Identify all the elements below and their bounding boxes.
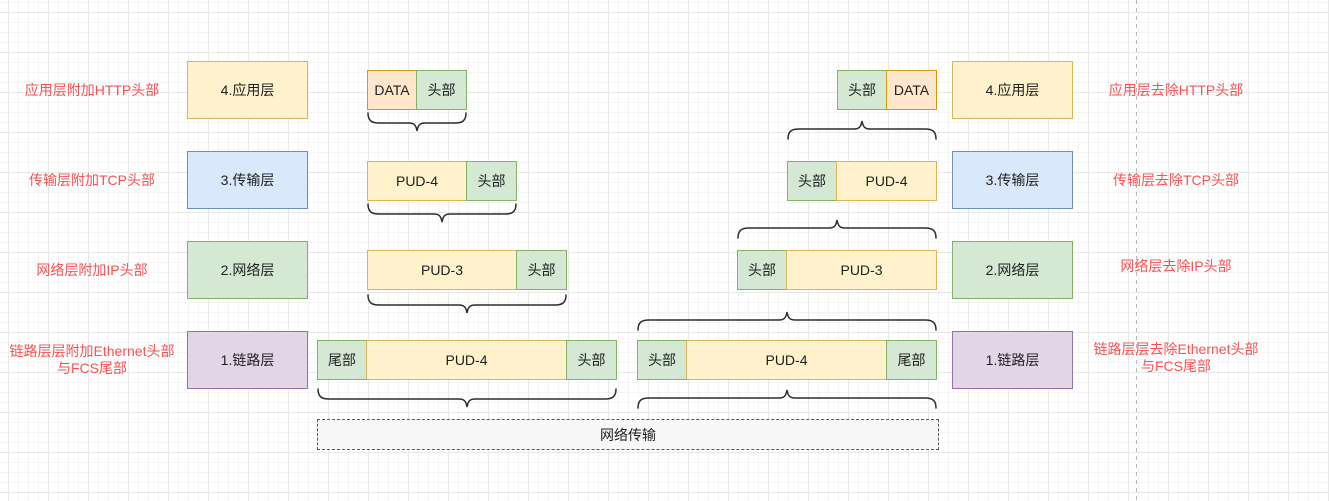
packet-segment-trailer: 尾部 (317, 340, 367, 380)
brace-sender-link-to-transmission (317, 388, 617, 410)
sender-layer-application: 4.应用层 (187, 61, 308, 119)
annotation-app-encapsulate: 应用层附加HTTP头部 (24, 82, 160, 98)
sender-layer-transport: 3.传输层 (187, 151, 308, 209)
receiver-layer-application: 4.应用层 (952, 61, 1073, 119)
packet-segment-header: 头部 (837, 70, 887, 110)
annotation-link-decapsulate: 链路层层去除Ethernet头部 与FCS尾部 (1093, 341, 1259, 374)
layer-label: 4.应用层 (220, 82, 275, 98)
packet-segment-data: DATA (886, 70, 937, 110)
brace-sender-network-to-link (367, 294, 567, 316)
sender-packet-row-application: DATA 头部 (367, 70, 467, 110)
receiver-layer-transport: 3.传输层 (952, 151, 1073, 209)
sender-packet-row-link: 尾部 PUD-4 头部 (317, 340, 617, 380)
brace-sender-app-to-transport (367, 112, 467, 134)
packet-segment-pdu: PUD-4 (836, 161, 937, 201)
packet-segment-header: 头部 (516, 250, 567, 290)
layer-label: 2.网络层 (220, 262, 275, 278)
packet-segment-pdu: PUD-4 (366, 340, 567, 380)
brace-sender-transport-to-network (367, 203, 517, 225)
annotation-link-encapsulate: 链路层层附加Ethernet头部 与FCS尾部 (9, 343, 175, 376)
packet-segment-data: DATA (367, 70, 417, 110)
layer-label: 3.传输层 (220, 172, 275, 188)
network-transmission-box: 网络传输 (317, 419, 939, 450)
packet-segment-header: 头部 (566, 340, 617, 380)
layer-label: 2.网络层 (985, 262, 1040, 278)
sender-packet-row-transport: PUD-4 头部 (367, 161, 517, 201)
annotation-transport-decapsulate: 传输层去除TCP头部 (1113, 172, 1239, 188)
layer-label: 3.传输层 (985, 172, 1040, 188)
receiver-layer-network: 2.网络层 (952, 241, 1073, 299)
layer-label: 1.链路层 (985, 352, 1040, 368)
sender-layer-link: 1.链路层 (187, 331, 308, 389)
brace-receiver-network-to-transport (737, 217, 937, 239)
receiver-packet-row-link: 头部 PUD-4 尾部 (637, 340, 937, 380)
layer-label: 1.链路层 (220, 352, 275, 368)
packet-segment-pdu: PUD-4 (367, 161, 467, 201)
brace-receiver-transmission-to-link (637, 387, 937, 409)
receiver-packet-row-network: 头部 PUD-3 (737, 250, 937, 290)
brace-receiver-transport-to-app (787, 118, 937, 140)
packet-segment-pdu: PUD-4 (686, 340, 887, 380)
packet-segment-pdu: PUD-3 (786, 250, 937, 290)
sender-packet-row-network: PUD-3 头部 (367, 250, 567, 290)
annotation-network-encapsulate: 网络层附加IP头部 (36, 262, 148, 278)
receiver-packet-row-application: 头部 DATA (837, 70, 937, 110)
page-boundary-dashed-line (1136, 0, 1137, 501)
annotation-transport-encapsulate: 传输层附加TCP头部 (29, 172, 155, 188)
packet-segment-header: 头部 (466, 161, 517, 201)
annotation-app-decapsulate: 应用层去除HTTP头部 (1108, 82, 1244, 98)
brace-receiver-link-to-network (637, 309, 937, 331)
network-transmission-label: 网络传输 (600, 426, 656, 443)
packet-segment-header: 头部 (637, 340, 687, 380)
packet-segment-pdu: PUD-3 (367, 250, 517, 290)
packet-segment-trailer: 尾部 (886, 340, 937, 380)
packet-segment-header: 头部 (416, 70, 467, 110)
packet-segment-header: 头部 (787, 161, 837, 201)
receiver-layer-link: 1.链路层 (952, 331, 1073, 389)
receiver-packet-row-transport: 头部 PUD-4 (787, 161, 937, 201)
sender-layer-network: 2.网络层 (187, 241, 308, 299)
packet-segment-header: 头部 (737, 250, 787, 290)
annotation-network-decapsulate: 网络层去除IP头部 (1120, 258, 1232, 274)
layer-label: 4.应用层 (985, 82, 1040, 98)
